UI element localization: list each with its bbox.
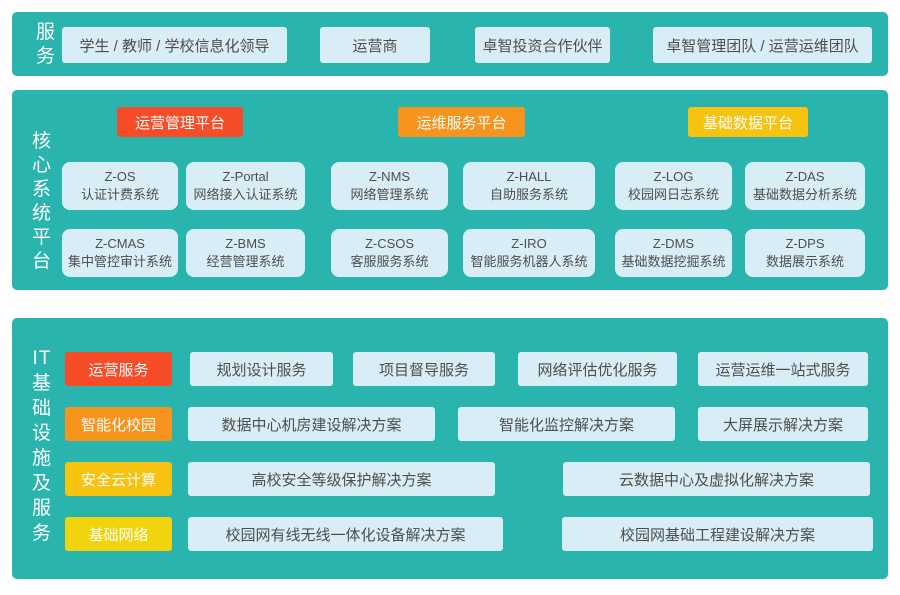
system-box-znms: Z-NMS 网络管理系统: [331, 162, 448, 210]
system-name: 基础数据挖掘系统: [621, 254, 726, 269]
system-code: Z-NMS: [368, 169, 411, 184]
system-code: Z-DAS: [785, 169, 825, 184]
infra-tag-operation-services: 运营服务: [65, 352, 172, 386]
section-core-label: 核 心 系 统 平 台: [31, 131, 52, 272]
system-name: 自助服务系统: [489, 187, 568, 202]
infra-item: 项目督导服务: [353, 352, 495, 386]
section-services-label: 服 务: [35, 22, 56, 67]
infra-item: 大屏展示解决方案: [698, 407, 868, 441]
infra-item: 校园网有线无线一体化设备解决方案: [188, 517, 503, 551]
system-code: Z-IRO: [511, 236, 547, 251]
system-code: Z-DMS: [652, 236, 695, 251]
service-box-users: 学生 / 教师 / 学校信息化领导: [62, 27, 287, 63]
system-box-zhall: Z-HALL 自助服务系统: [463, 162, 595, 210]
system-code: Z-DPS: [785, 236, 825, 251]
system-code: Z-OS: [104, 169, 136, 184]
system-name: 数据展示系统: [765, 254, 844, 269]
platform-header-data: 基础数据平台: [688, 107, 808, 137]
service-box-teams: 卓智管理团队 / 运营运维团队: [653, 27, 872, 63]
system-name: 认证计费系统: [80, 187, 159, 202]
system-name: 校园网日志系统: [627, 187, 719, 202]
infra-tag-basic-network: 基础网络: [65, 517, 172, 551]
system-name: 集中管控审计系统: [67, 254, 172, 269]
system-name: 经营管理系统: [206, 254, 285, 269]
section-it-infrastructure: IT 基 础 设 施 及 服 务 运营服务 规划设计服务 项目督导服务 网络评估…: [12, 318, 888, 579]
service-box-investors: 卓智投资合作伙伴: [475, 27, 610, 63]
infra-item: 运营运维一站式服务: [698, 352, 868, 386]
platform-header-maintenance: 运维服务平台: [398, 107, 525, 137]
infra-item: 校园网基础工程建设解决方案: [562, 517, 873, 551]
system-code: Z-CMAS: [95, 236, 145, 251]
system-code: Z-BMS: [225, 236, 266, 251]
infra-item: 云数据中心及虚拟化解决方案: [563, 462, 870, 496]
system-box-zbms: Z-BMS 经营管理系统: [186, 229, 305, 277]
system-box-zlog: Z-LOG 校园网日志系统: [615, 162, 732, 210]
system-name: 智能服务机器人系统: [470, 254, 588, 269]
infra-tag-smart-campus: 智能化校园: [65, 407, 172, 441]
section-infra-label: IT 基 础 设 施 及 服 务: [31, 348, 52, 544]
system-name: 网络接入认证系统: [193, 187, 298, 202]
system-code: Z-Portal: [222, 169, 269, 184]
system-box-zos: Z-OS 认证计费系统: [62, 162, 178, 210]
infra-item: 规划设计服务: [190, 352, 333, 386]
system-code: Z-HALL: [506, 169, 552, 184]
system-box-zdps: Z-DPS 数据展示系统: [745, 229, 865, 277]
infra-item: 数据中心机房建设解决方案: [188, 407, 435, 441]
system-box-zdas: Z-DAS 基础数据分析系统: [745, 162, 865, 210]
section-core-platform: 核 心 系 统 平 台 运营管理平台 运维服务平台 基础数据平台 Z-OS 认证…: [12, 90, 888, 290]
infra-item: 高校安全等级保护解决方案: [188, 462, 495, 496]
platform-header-operation: 运营管理平台: [117, 107, 243, 137]
system-box-zcmas: Z-CMAS 集中管控审计系统: [62, 229, 178, 277]
system-name: 网络管理系统: [350, 187, 429, 202]
system-name: 客服服务系统: [350, 254, 429, 269]
infra-tag-security-cloud: 安全云计算: [65, 462, 172, 496]
service-box-operator: 运营商: [320, 27, 430, 63]
infra-item: 网络评估优化服务: [518, 352, 677, 386]
section-services: 服 务 学生 / 教师 / 学校信息化领导 运营商 卓智投资合作伙伴 卓智管理团…: [12, 12, 888, 76]
infra-item: 智能化监控解决方案: [458, 407, 675, 441]
system-code: Z-LOG: [653, 169, 694, 184]
system-box-zdms: Z-DMS 基础数据挖掘系统: [615, 229, 732, 277]
system-box-zcsos: Z-CSOS 客服服务系统: [331, 229, 448, 277]
system-box-zportal: Z-Portal 网络接入认证系统: [186, 162, 305, 210]
system-name: 基础数据分析系统: [752, 187, 857, 202]
system-code: Z-CSOS: [364, 236, 415, 251]
system-box-ziro: Z-IRO 智能服务机器人系统: [463, 229, 595, 277]
